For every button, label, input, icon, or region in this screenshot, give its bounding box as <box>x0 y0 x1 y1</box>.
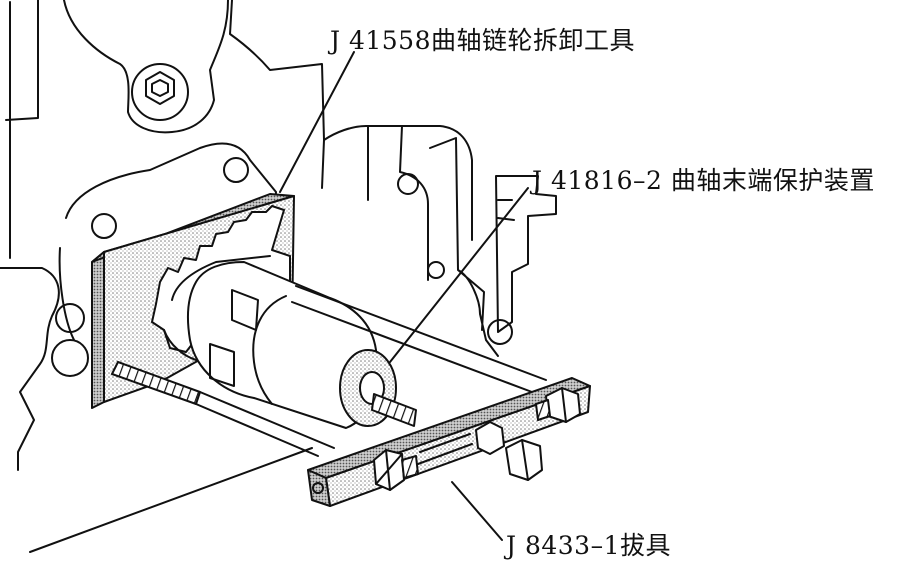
leader-lower-left <box>29 447 313 553</box>
remover-plate-side <box>91 251 105 409</box>
frame-left-edge <box>5 0 39 259</box>
puller-bar-end <box>307 469 331 507</box>
label-puller: J 8433–1拔具 <box>506 531 671 560</box>
protector-slot-front <box>209 343 235 387</box>
puller-bar-hole <box>312 482 324 494</box>
bolt-left <box>373 449 419 491</box>
hex-bolt-upper <box>145 71 175 105</box>
engine-block-outline <box>0 0 499 471</box>
bolt-center <box>475 421 543 481</box>
flange-hole-left <box>91 213 117 239</box>
flange-hole-top <box>223 157 249 183</box>
leader-puller <box>451 481 503 541</box>
label-sprocket-remover: J 41558曲轴链轮拆卸工具 <box>330 26 635 55</box>
hole-block-3 <box>397 173 419 195</box>
flange-housing <box>58 142 277 341</box>
hole-block-2 <box>51 339 89 377</box>
hole-block-4 <box>427 261 445 279</box>
label-end-protector: J 41816–2 曲轴末端保护装置 <box>532 166 875 195</box>
bolt-hole-upper <box>131 63 189 121</box>
threaded-rod-center <box>371 393 417 427</box>
leader-end-protector <box>389 187 529 363</box>
puller-bar-slot <box>417 433 473 465</box>
protector-seam <box>252 295 287 405</box>
rod-upper <box>195 285 547 457</box>
hole-block-5 <box>487 319 513 345</box>
leader-sprocket-remover <box>279 51 355 193</box>
bracket <box>495 175 557 333</box>
sprocket-inner-ring <box>163 255 271 361</box>
bolt-right <box>535 387 581 423</box>
